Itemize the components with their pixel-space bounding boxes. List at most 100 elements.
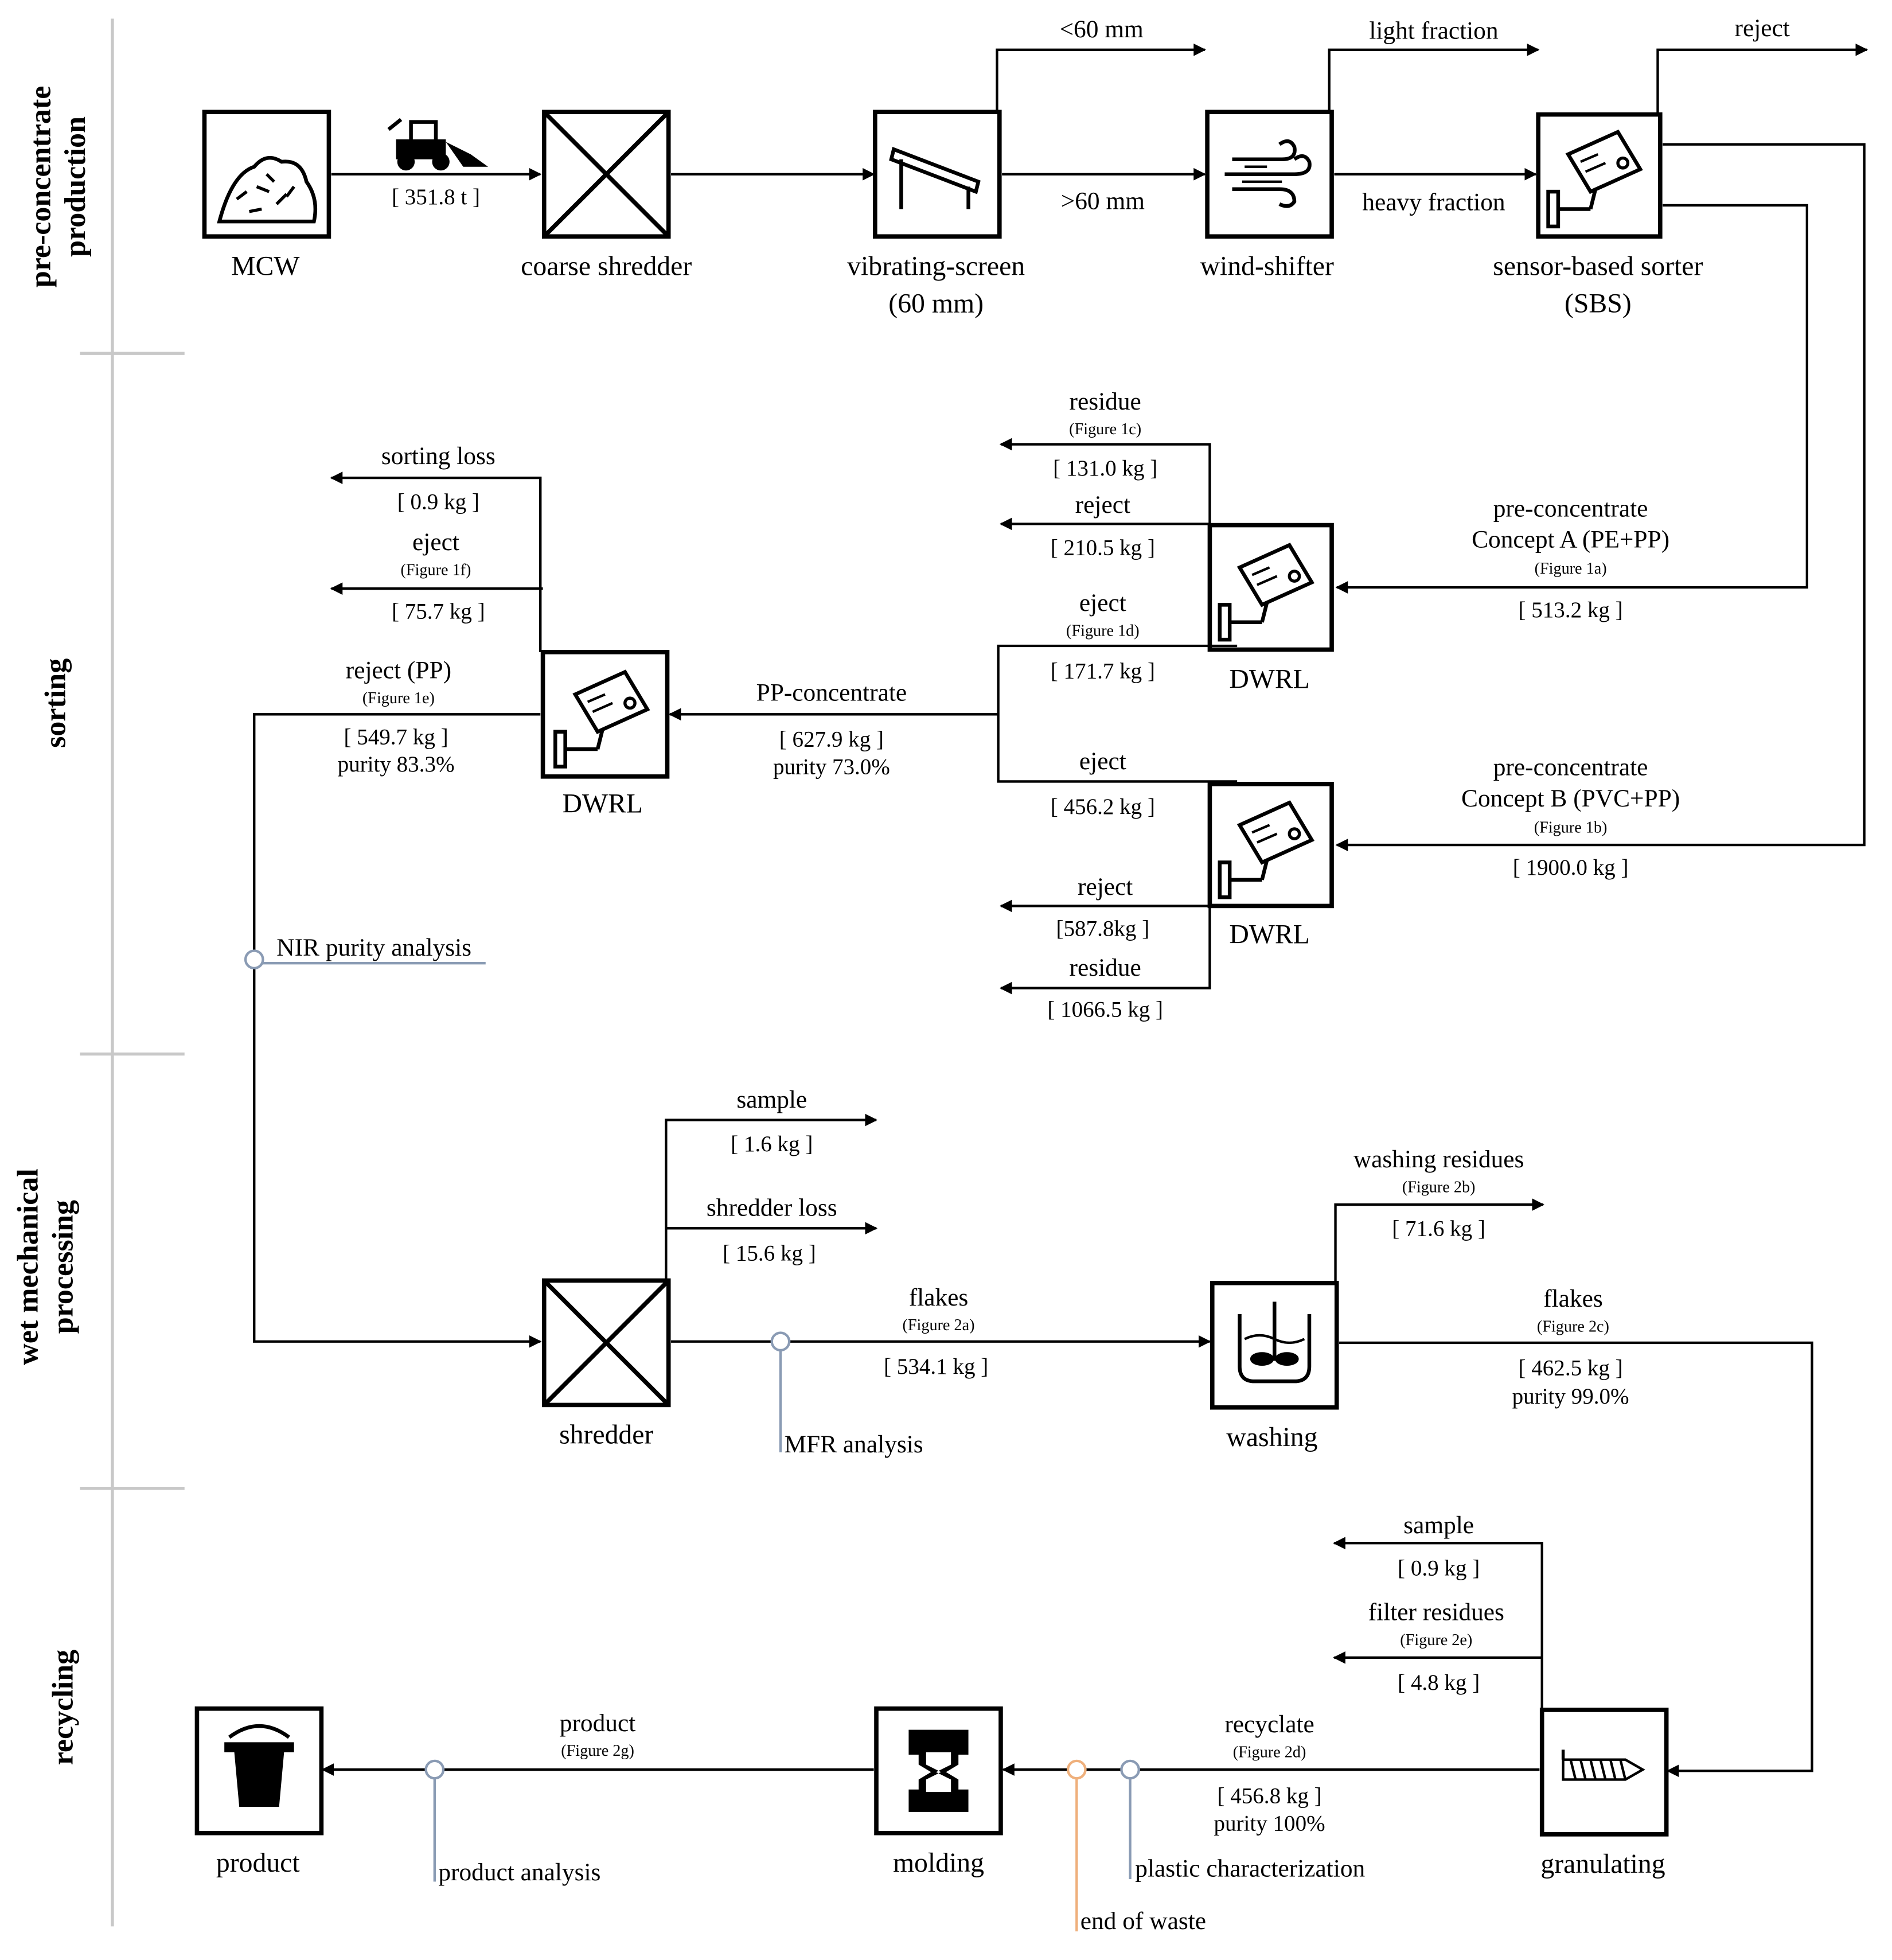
shredder-loss-label: shredder loss [ 15.6 kg ]: [707, 1194, 837, 1266]
svg-text:[ 131.0 kg ]: [ 131.0 kg ]: [1053, 456, 1157, 481]
svg-text:(Figure 1b): (Figure 1b): [1534, 819, 1608, 836]
lt60-label: <60 mm: [1060, 15, 1144, 43]
coarse-shredder-unit[interactable]: coarse shredder: [521, 110, 692, 281]
svg-text:flakes: flakes: [1543, 1285, 1603, 1312]
mcw-mass-label: [ 351.8 t ]: [392, 185, 480, 209]
svg-text:[ 513.2 kg ]: [ 513.2 kg ]: [1518, 598, 1622, 622]
svg-text:washing: washing: [1226, 1422, 1317, 1452]
dwrl-c-unit[interactable]: DWRL: [540, 650, 670, 819]
product-unit[interactable]: product: [194, 1706, 324, 1878]
svg-text:shredder loss: shredder loss: [707, 1194, 837, 1222]
product-flow-label: product (Figure 2g): [560, 1709, 636, 1760]
plastic-characterization-marker: plastic characterization: [1120, 1759, 1366, 1883]
filter-residues-label: filter residues (Figure 2e) [ 4.8 kg ]: [1368, 1599, 1504, 1695]
svg-text:reject (PP): reject (PP): [346, 656, 451, 684]
wind-shifter-unit[interactable]: wind-shifter: [1200, 110, 1334, 281]
shredder-cross-icon: [543, 110, 670, 238]
washing-residues-label: washing residues (Figure 2b) [ 71.6 kg ]: [1353, 1145, 1524, 1241]
svg-text:purity 100%: purity 100%: [1214, 1811, 1325, 1836]
svg-text:NIR purity analysis: NIR purity analysis: [276, 934, 471, 961]
svg-text:purity 73.0%: purity 73.0%: [773, 754, 890, 779]
dwrl-b-reject-label: reject [587.8kg ]: [1056, 873, 1150, 941]
svg-text:(Figure 1e): (Figure 1e): [362, 689, 435, 707]
svg-text:Concept B (PVC+PP): Concept B (PVC+PP): [1461, 785, 1680, 812]
dwrl-b-unit[interactable]: DWRL: [1207, 782, 1334, 950]
svg-text:(60 mm): (60 mm): [888, 289, 984, 319]
pre-concentrate-b-label: pre-concentrate Concept B (PVC+PP) (Figu…: [1461, 754, 1680, 880]
end-of-waste-marker: end of waste: [1066, 1759, 1206, 1935]
wind-icon: [1224, 139, 1312, 208]
recyclate-label: recyclate (Figure 2d) [ 456.8 kg ] purit…: [1214, 1710, 1325, 1836]
extruder-screw-icon: [1561, 1749, 1645, 1781]
svg-text:end of waste: end of waste: [1080, 1907, 1206, 1935]
svg-text:DWRL: DWRL: [1229, 919, 1309, 949]
svg-text:[ 15.6 kg ]: [ 15.6 kg ]: [723, 1241, 816, 1266]
flakes-2-label: flakes (Figure 2c) [ 462.5 kg ] purity 9…: [1512, 1285, 1629, 1409]
svg-text:PP-concentrate: PP-concentrate: [756, 679, 907, 706]
svg-text:production: production: [59, 116, 92, 257]
sbs-unit[interactable]: sensor-based sorter (SBS): [1493, 112, 1703, 319]
washing-unit[interactable]: washing: [1210, 1280, 1339, 1452]
svg-text:[ 71.6 kg ]: [ 71.6 kg ]: [1392, 1216, 1485, 1241]
sample-2-label: sample [ 0.9 kg ]: [1398, 1511, 1480, 1581]
heavy-fraction-label: heavy fraction: [1362, 189, 1505, 216]
svg-text:DWRL: DWRL: [562, 789, 642, 819]
flakes-1-label: flakes (Figure 2a) [ 534.1 kg ]: [884, 1284, 988, 1379]
dwrl-b-eject-label: eject [ 456.2 kg ]: [1051, 747, 1155, 819]
svg-text:DWRL: DWRL: [1229, 664, 1309, 695]
svg-text:purity 83.3%: purity 83.3%: [338, 752, 455, 777]
svg-text:granulating: granulating: [1540, 1849, 1665, 1879]
svg-text:[ 210.5 kg ]: [ 210.5 kg ]: [1051, 536, 1155, 560]
shredder-unit[interactable]: shredder: [541, 1278, 671, 1450]
dwrl-a-unit[interactable]: DWRL: [1207, 523, 1334, 695]
dwrl-a-eject-label: eject (Figure 1d) [ 171.7 kg ]: [1051, 589, 1155, 683]
mcw-unit[interactable]: MCW: [202, 110, 331, 281]
svg-text:[ 4.8 kg ]: [ 4.8 kg ]: [1398, 1670, 1480, 1695]
light-fraction-label: light fraction: [1369, 17, 1499, 44]
washing-tank-icon: [1238, 1302, 1312, 1384]
svg-text:(Figure 1c): (Figure 1c): [1069, 420, 1141, 438]
sample-1-label: sample [ 1.6 kg ]: [731, 1086, 813, 1156]
svg-text:pre-concentrate: pre-concentrate: [24, 86, 57, 288]
svg-text:[ 1900.0 kg ]: [ 1900.0 kg ]: [1513, 855, 1629, 880]
shredder-cross-icon: [543, 1279, 670, 1407]
svg-text:pre-concentrate: pre-concentrate: [1493, 754, 1648, 781]
svg-text:[ 1.6 kg ]: [ 1.6 kg ]: [731, 1132, 813, 1156]
svg-text:pre-concentrate: pre-concentrate: [1493, 494, 1648, 522]
svg-text:molding: molding: [893, 1848, 984, 1878]
svg-text:shredder: shredder: [559, 1420, 653, 1450]
svg-text:purity 99.0%: purity 99.0%: [1512, 1384, 1629, 1409]
svg-text:sorting loss: sorting loss: [381, 442, 496, 470]
molding-unit[interactable]: molding: [874, 1706, 1003, 1878]
bucket-icon: [224, 1724, 294, 1807]
svg-text:Concept A (PE+PP): Concept A (PE+PP): [1472, 526, 1669, 554]
svg-text:[ 534.1 kg ]: [ 534.1 kg ]: [884, 1354, 988, 1379]
svg-text:plastic characterization: plastic characterization: [1135, 1855, 1365, 1883]
svg-text:product: product: [216, 1848, 300, 1878]
granulating-unit[interactable]: granulating: [1539, 1708, 1669, 1879]
svg-text:eject: eject: [1079, 747, 1126, 775]
sbs-reject-label: reject: [1735, 14, 1790, 42]
vibrating-screen-unit[interactable]: vibrating-screen (60 mm): [847, 110, 1025, 319]
mold-icon: [908, 1729, 969, 1812]
svg-text:sample: sample: [1403, 1511, 1474, 1539]
pp-concentrate-label: PP-concentrate [ 627.9 kg ] purity 73.0%: [756, 679, 907, 779]
svg-text:wet mechanical: wet mechanical: [12, 1168, 45, 1365]
svg-text:(Figure 1f): (Figure 1f): [401, 561, 471, 579]
svg-text:wind-shifter: wind-shifter: [1200, 251, 1334, 281]
svg-text:vibrating-screen: vibrating-screen: [847, 251, 1025, 281]
svg-text:eject: eject: [1079, 589, 1126, 617]
nir-analysis-marker: NIR purity analysis: [244, 934, 486, 970]
svg-text:sensor-based sorter: sensor-based sorter: [1493, 251, 1703, 281]
svg-text:(Figure 2c): (Figure 2c): [1537, 1318, 1609, 1335]
svg-text:[ 456.2 kg ]: [ 456.2 kg ]: [1051, 794, 1155, 819]
svg-text:(Figure 1a): (Figure 1a): [1535, 560, 1607, 578]
wheel-loader-icon: [387, 118, 489, 171]
svg-text:[ 1066.5 kg ]: [ 1066.5 kg ]: [1047, 997, 1163, 1022]
svg-text:recyclate: recyclate: [1224, 1710, 1314, 1738]
svg-text:coarse shredder: coarse shredder: [521, 251, 692, 281]
dwrl-a-reject-label: reject [ 210.5 kg ]: [1051, 491, 1155, 560]
svg-text:filter residues: filter residues: [1368, 1599, 1504, 1626]
vibrating-screen-icon: [889, 146, 981, 209]
svg-text:residue: residue: [1070, 388, 1141, 415]
